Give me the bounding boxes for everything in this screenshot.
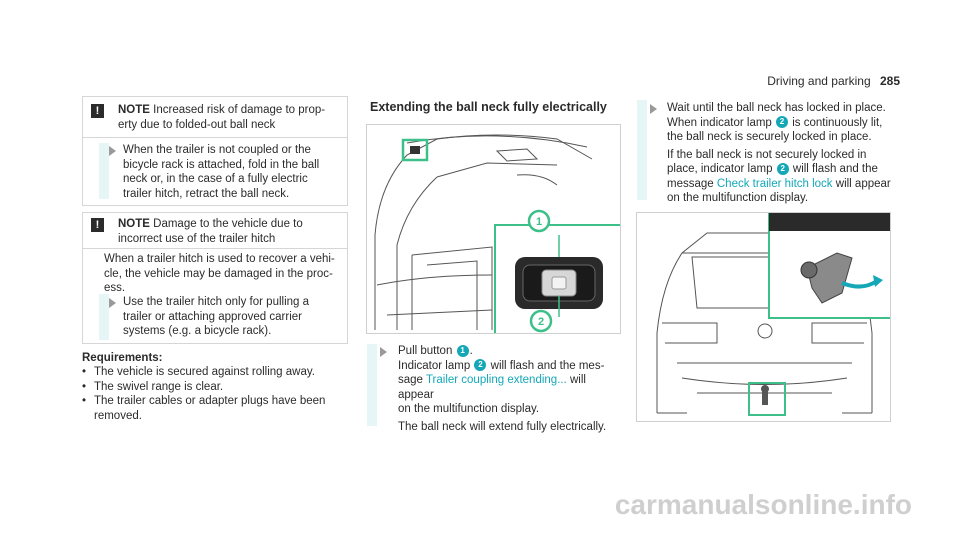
divider: [82, 137, 348, 138]
step-line: When indicator lamp: [667, 116, 772, 129]
step-arrow-icon: [380, 347, 387, 357]
step-line: Wait until the ball neck has locked in p…: [667, 102, 886, 114]
watermark: carmanualsonline.info: [614, 489, 912, 520]
requirements-list: The vehicle is secured against rolling a…: [82, 365, 350, 423]
section-heading: Extending the ball neck fully electrical…: [370, 100, 607, 114]
step-line: will appear: [398, 374, 586, 401]
step-line: on the multifunction display.: [667, 192, 809, 204]
callout-1-label: 1: [536, 216, 542, 228]
page-number: 285: [879, 74, 900, 88]
step-line: sage: [398, 374, 423, 386]
list-item: The trailer cables or adapter plugs have…: [82, 394, 350, 423]
display-message: Trailer coupling extending...: [425, 374, 567, 386]
warning-icon: !: [91, 218, 104, 232]
callout-badge-1: 1: [456, 344, 469, 357]
step-line: place, indicator lamp: [667, 163, 773, 175]
divider: [82, 248, 348, 249]
rear-vehicle-illustration: [656, 213, 890, 416]
note-2-action: Use the trailer hitch only for pulling a…: [123, 296, 310, 337]
step-line: Pull button: [398, 345, 453, 357]
step-line: If the ball neck is not securely locked …: [667, 148, 867, 161]
step-bar: [99, 143, 109, 199]
step-bar: [367, 344, 377, 426]
step-line: will flash and the mes-: [490, 359, 605, 372]
note-text: Damage to the vehicle due to incorrect u…: [118, 218, 303, 245]
callout-2: [529, 309, 553, 333]
step-text: Pull button 1. Indicator lamp 2 will fla…: [398, 344, 623, 434]
section-title: Driving and parking: [767, 74, 871, 88]
tailgate-figure: 1 2: [366, 124, 621, 334]
note-text: Increased risk of damage to prop-erty du…: [118, 104, 326, 131]
tailgate-illustration: 1 2: [374, 134, 620, 333]
step-arrow-icon: [109, 146, 116, 156]
step-line: on the multifunction display.: [398, 403, 540, 415]
note-box-2: [82, 212, 348, 344]
step-arrow-icon: [109, 298, 116, 308]
tow-bar-highlight: [748, 382, 786, 416]
tailgate-button-highlight: [401, 138, 429, 162]
step-line: will flash and the: [792, 163, 878, 175]
step-bar: [99, 294, 109, 340]
note-2-heading: NOTE Damage to the vehicle due to incorr…: [118, 217, 343, 246]
callout-badge-2: 2: [776, 116, 789, 129]
step-line: Indicator lamp: [398, 359, 471, 372]
note-box-1: [82, 96, 348, 206]
step-arrow-icon: [650, 104, 657, 114]
note-1-action: When the trailer is not coupled or the b…: [123, 144, 320, 200]
step-bar: [637, 100, 647, 200]
step-line: .: [469, 345, 473, 357]
callout-2-label: 2: [538, 316, 544, 328]
callout-1: [527, 209, 551, 233]
callout-badge-2: 2: [776, 162, 789, 175]
note-label: NOTE: [118, 104, 150, 116]
list-item: The swivel range is clear.: [82, 380, 350, 395]
warning-icon: !: [91, 104, 104, 118]
step-line: the ball neck is securely locked in plac…: [667, 131, 872, 143]
display-message: Check trailer hitch lock: [716, 177, 833, 190]
rear-vehicle-figure: [636, 212, 891, 422]
requirements-title: Requirements:: [82, 352, 163, 364]
note-label: NOTE: [118, 218, 150, 230]
note-2-body: When a trailer hitch is used to recover …: [104, 253, 335, 294]
list-item: The vehicle is secured against rolling a…: [82, 365, 350, 380]
step-text: Wait until the ball neck has locked in p…: [667, 101, 897, 206]
callout-badge-2: 2: [474, 359, 487, 372]
step-line: is continuously lit,: [792, 116, 883, 129]
note-1-heading: NOTE Increased risk of damage to prop-er…: [118, 103, 343, 132]
step-line: will appear: [835, 177, 891, 190]
page-header: Driving and parking 285: [767, 74, 900, 88]
step-line: message: [667, 177, 714, 190]
step-line: The ball neck will extend fully electric…: [398, 420, 607, 433]
